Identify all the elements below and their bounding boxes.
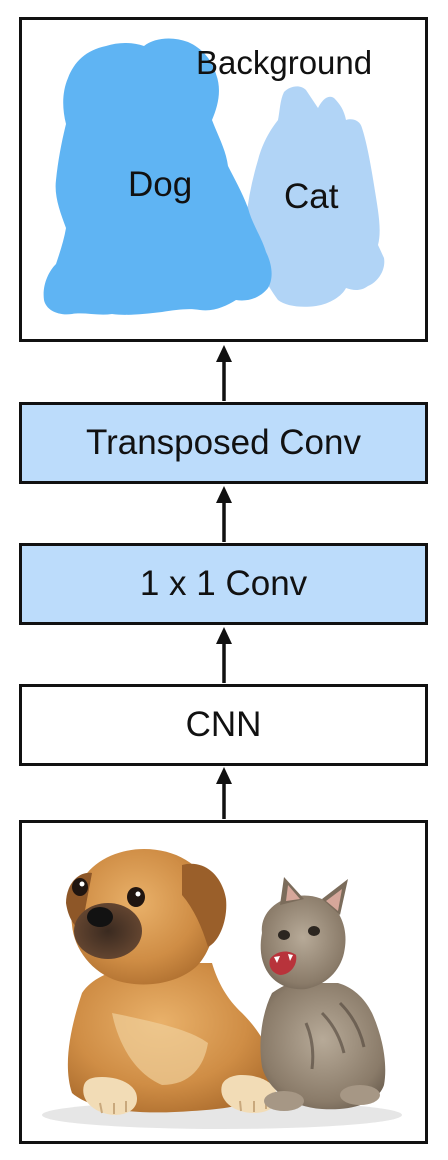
arrow-1x1-to-transposed: [216, 486, 232, 542]
arrow-transposed-to-output: [216, 345, 232, 401]
arrow-cnn-to-1x1: [216, 627, 232, 683]
arrow-input-to-cnn: [216, 767, 232, 819]
